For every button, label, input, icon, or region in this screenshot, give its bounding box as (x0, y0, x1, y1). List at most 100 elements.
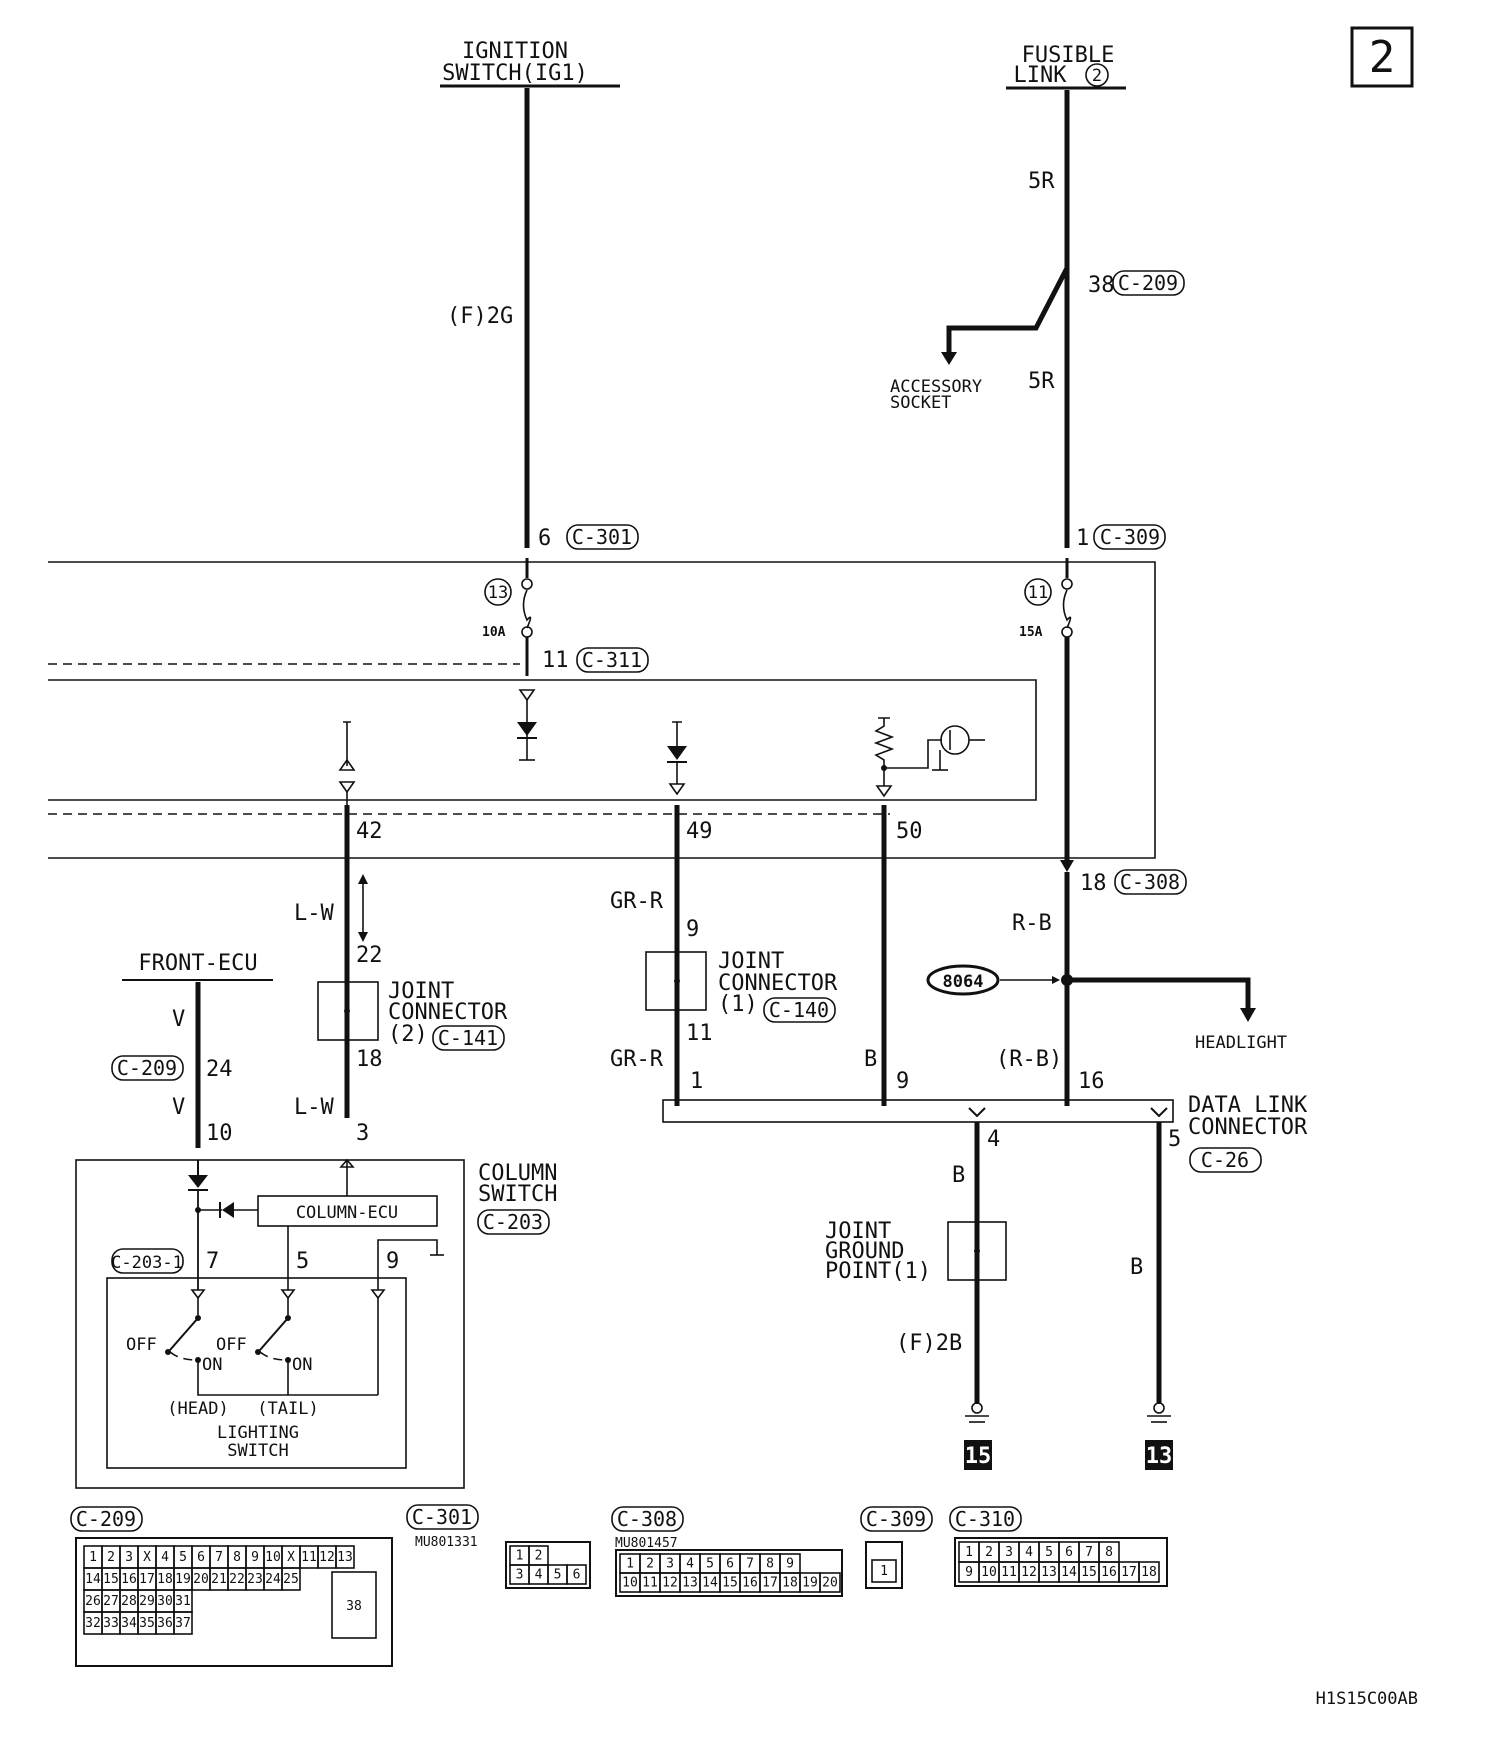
ls-arrow-9 (370, 1289, 386, 1300)
connector-pin-label: 16 (121, 1572, 137, 1587)
fusible-label-2: LINK (1014, 63, 1068, 88)
ls-on-tail-node (285, 1357, 291, 1363)
wire-label-5r-mid: 5R (1028, 369, 1055, 394)
pin-38: 38 (1088, 273, 1115, 298)
connector-pin-label: 27 (103, 1594, 119, 1609)
column-switch-box (75, 1159, 465, 1489)
wire-headlight (1067, 977, 1251, 1010)
connector-pin-label: 10 (981, 1565, 997, 1580)
connector-pin-cell (335, 1545, 355, 1569)
connector-pin-label: 4 (686, 1557, 694, 1572)
connector-pin-label: 7 (215, 1550, 223, 1565)
connector-pin-label: 11 (301, 1550, 317, 1565)
connector-pin-label: 4 (161, 1550, 169, 1565)
conn-c203-label: C-203 (483, 1210, 543, 1234)
headlight-arrow (1240, 1008, 1256, 1022)
pin-18-j2: 18 (356, 1047, 383, 1072)
pin-50: 50 (896, 819, 923, 844)
connector-pin-label: 20 (822, 1576, 838, 1591)
connector-pin-label: 6 (1065, 1545, 1073, 1560)
connector-pin-cell (1138, 1561, 1160, 1583)
cv-c301-body (505, 1541, 591, 1589)
joint-ground-label-1: JOINT (825, 1219, 891, 1244)
connector-pin-label: 11 (642, 1576, 658, 1591)
joint-ground-label-3: POINT(1) (825, 1259, 931, 1284)
wire-accessory-branch (946, 266, 1070, 354)
cv-c310-title-pill (949, 1506, 1022, 1532)
int-arrow-11 (518, 689, 536, 702)
cv-c309-title: C-309 (866, 1507, 926, 1531)
ls-blade-head (169, 1317, 199, 1351)
connector-pin-label: 37 (175, 1616, 191, 1631)
etacs-box-inner (48, 679, 1037, 801)
headlight-label: HEADLIGHT (1195, 1033, 1287, 1053)
connector-pin-label: 14 (702, 1576, 718, 1591)
connector-pin-label: 19 (802, 1576, 818, 1591)
connector-pin-label: 12 (319, 1550, 335, 1565)
connector-pin-label: 6 (573, 1568, 581, 1583)
fuse13-rating: 10A (482, 625, 506, 640)
etacs-box-outer (48, 561, 1156, 859)
connector-pin-label: 10 (265, 1550, 281, 1565)
connector-pin-cell-large (331, 1571, 377, 1639)
connector-pin-label: 14 (85, 1572, 101, 1587)
joint2-label-1: JOINT (388, 979, 454, 1004)
column-switch-label-1: COLUMN (478, 1161, 557, 1186)
connector-pin-label: 18 (157, 1572, 173, 1587)
pin-7: 7 (206, 1249, 219, 1274)
lw-arrow-up (358, 874, 368, 884)
wire-label-rb: R-B (1012, 911, 1052, 936)
c308-arrow (1060, 860, 1074, 872)
connector-pin-label: 33 (103, 1616, 119, 1631)
connector-pin-label: 13 (1041, 1565, 1057, 1580)
connector-pin-label: 15 (722, 1576, 738, 1591)
pin-10: 10 (206, 1121, 233, 1146)
pin-9-dlc: 9 (896, 1069, 909, 1094)
column-switch-label-2: SWITCH (478, 1182, 557, 1207)
conn-c301-label: C-301 (572, 525, 632, 549)
connector-pin-label: 15 (103, 1572, 119, 1587)
connector-pin-label: 34 (121, 1616, 137, 1631)
joint-ground-point-box (947, 1221, 1007, 1281)
diode-11-icon (517, 722, 537, 736)
conn-c140-label: C-140 (769, 998, 829, 1022)
cv-c310-title: C-310 (955, 1507, 1015, 1531)
ls-dash-tail (259, 1351, 287, 1361)
fuse13-number-circle (484, 578, 512, 606)
joint1-label-2: CONNECTOR (718, 971, 838, 996)
connector-pin-label: 1 (626, 1557, 634, 1572)
wire-label-rb-2: (R-B) (996, 1047, 1062, 1072)
wire-label-b-gnd1: B (952, 1163, 965, 1188)
int-line-50-transistor (884, 739, 942, 769)
fusible-number-circle (1085, 63, 1109, 87)
ground-15-label: 15 (965, 1444, 992, 1469)
conn-c209-top (1112, 270, 1185, 296)
connector-pin-label: 3 (1005, 1545, 1013, 1560)
connector-pin-label: 3 (125, 1550, 133, 1565)
conn-c309-label: C-309 (1100, 525, 1160, 549)
cv-c308-body (615, 1549, 843, 1597)
ls-arrow-5 (280, 1289, 296, 1300)
connector-pin-label: 5 (554, 1568, 562, 1583)
joint2-label-2: CONNECTOR (388, 1000, 508, 1025)
column-ecu-label: COLUMN-ECU (296, 1203, 398, 1223)
joint-connector-2-dot (344, 1008, 350, 1014)
cv-c209-title: C-209 (76, 1507, 136, 1531)
conn-c2031-label: C-203-1 (111, 1253, 183, 1273)
wire-label-f2g: (F)2G (447, 304, 513, 329)
pin-9-cs: 9 (386, 1249, 399, 1274)
pin-3: 3 (356, 1121, 369, 1146)
connector-pin-cell (871, 1559, 897, 1583)
connector-pin-label: 16 (1101, 1565, 1117, 1580)
doc-code: H1S15C00AB (1316, 1689, 1418, 1709)
connector-pin-label: 9 (251, 1550, 259, 1565)
pin-5-cs: 5 (296, 1249, 309, 1274)
fuse11-term-top (1061, 578, 1073, 590)
ignition-label-2: SWITCH(IG1) (442, 61, 588, 86)
lighting-switch-box (106, 1277, 407, 1469)
pin-18-c308: 18 (1080, 871, 1107, 896)
connector-pin-label: 9 (965, 1565, 973, 1580)
connector-pin-label: 6 (726, 1557, 734, 1572)
connector-pin-label: 10 (622, 1576, 638, 1591)
